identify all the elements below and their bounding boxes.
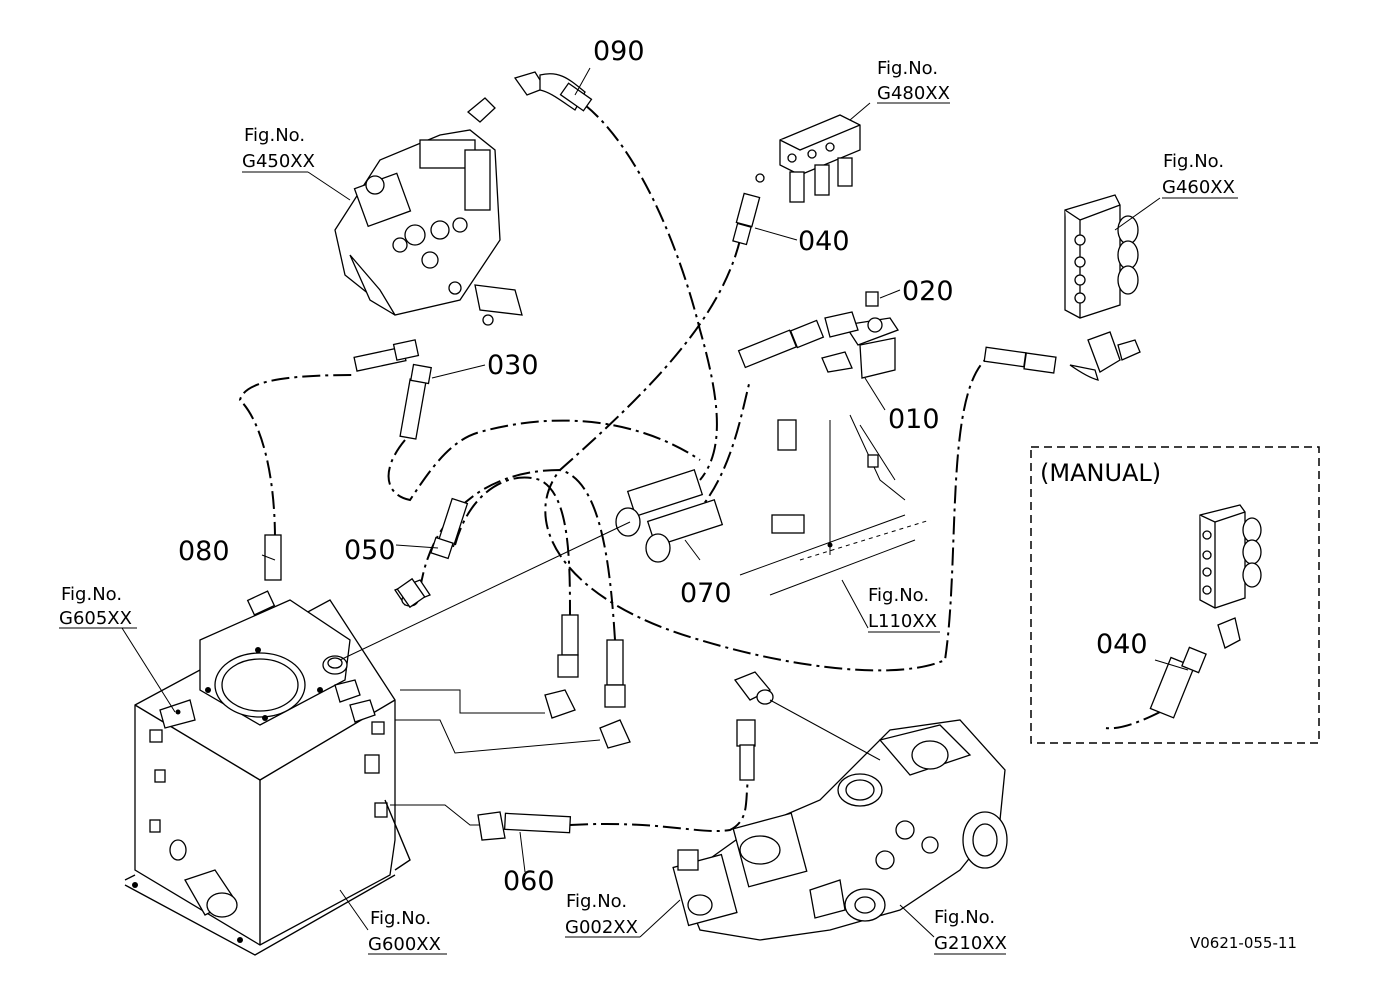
frame-l110: [739, 414, 931, 596]
part-number-labels: 090 040 020 010 030 080 050 070 060 040: [178, 36, 1148, 897]
label-020: 020: [902, 276, 954, 307]
fig-ref-g002-prefix: Fig.No.: [566, 891, 627, 912]
bracket-010-assembly: [737, 291, 899, 379]
manual-inset-title: (MANUAL): [1040, 459, 1161, 487]
fig-ref-g450-prefix: Fig.No.: [244, 125, 305, 146]
fig-ref-l110-prefix: Fig.No.: [868, 585, 929, 606]
fig-ref-g210-prefix: Fig.No.: [934, 907, 995, 928]
label-040-manual: 040: [1096, 629, 1148, 660]
label-090: 090: [593, 36, 645, 67]
label-060: 060: [503, 866, 555, 897]
fig-ref-g605-code: G605XX: [59, 608, 132, 629]
fig-ref-g605-prefix: Fig.No.: [61, 584, 122, 605]
label-040: 040: [798, 226, 850, 257]
label-070: 070: [680, 578, 732, 609]
drawing-code: V0621-055-11: [1190, 934, 1297, 952]
figure-references: Fig.No. G450XX Fig.No. G480XX Fig.No. G4…: [59, 58, 1235, 955]
hose-lines: [238, 104, 1161, 833]
pump-transmission-assembly: [477, 671, 1008, 941]
fig-ref-g480-code: G480XX: [877, 83, 950, 104]
valve-block-g480: [732, 114, 861, 246]
fig-ref-g460-prefix: Fig.No.: [1163, 151, 1224, 172]
fig-ref-g600-code: G600XX: [368, 934, 441, 955]
fig-ref-g450-code: G450XX: [242, 151, 315, 172]
fig-ref-g002-code: G002XX: [565, 917, 638, 938]
manual-inset: [1030, 446, 1320, 744]
fig-ref-g480-prefix: Fig.No.: [877, 58, 938, 79]
fig-ref-l110-code: L110XX: [868, 611, 937, 632]
fig-ref-g210-code: G210XX: [934, 933, 1007, 954]
control-valve-assembly: [334, 97, 523, 326]
fig-ref-g600-prefix: Fig.No.: [370, 908, 431, 929]
label-010: 010: [888, 404, 940, 435]
leader-lines: [59, 67, 1238, 955]
valve-block-g460: [983, 194, 1141, 381]
hose-ends-upper: [353, 339, 724, 749]
label-080: 080: [178, 536, 230, 567]
fig-ref-g460-code: G460XX: [1162, 177, 1235, 198]
hydraulic-tank: [124, 534, 431, 956]
hose-090-fittings: [513, 71, 593, 112]
label-030: 030: [487, 350, 539, 381]
label-050: 050: [344, 535, 396, 566]
